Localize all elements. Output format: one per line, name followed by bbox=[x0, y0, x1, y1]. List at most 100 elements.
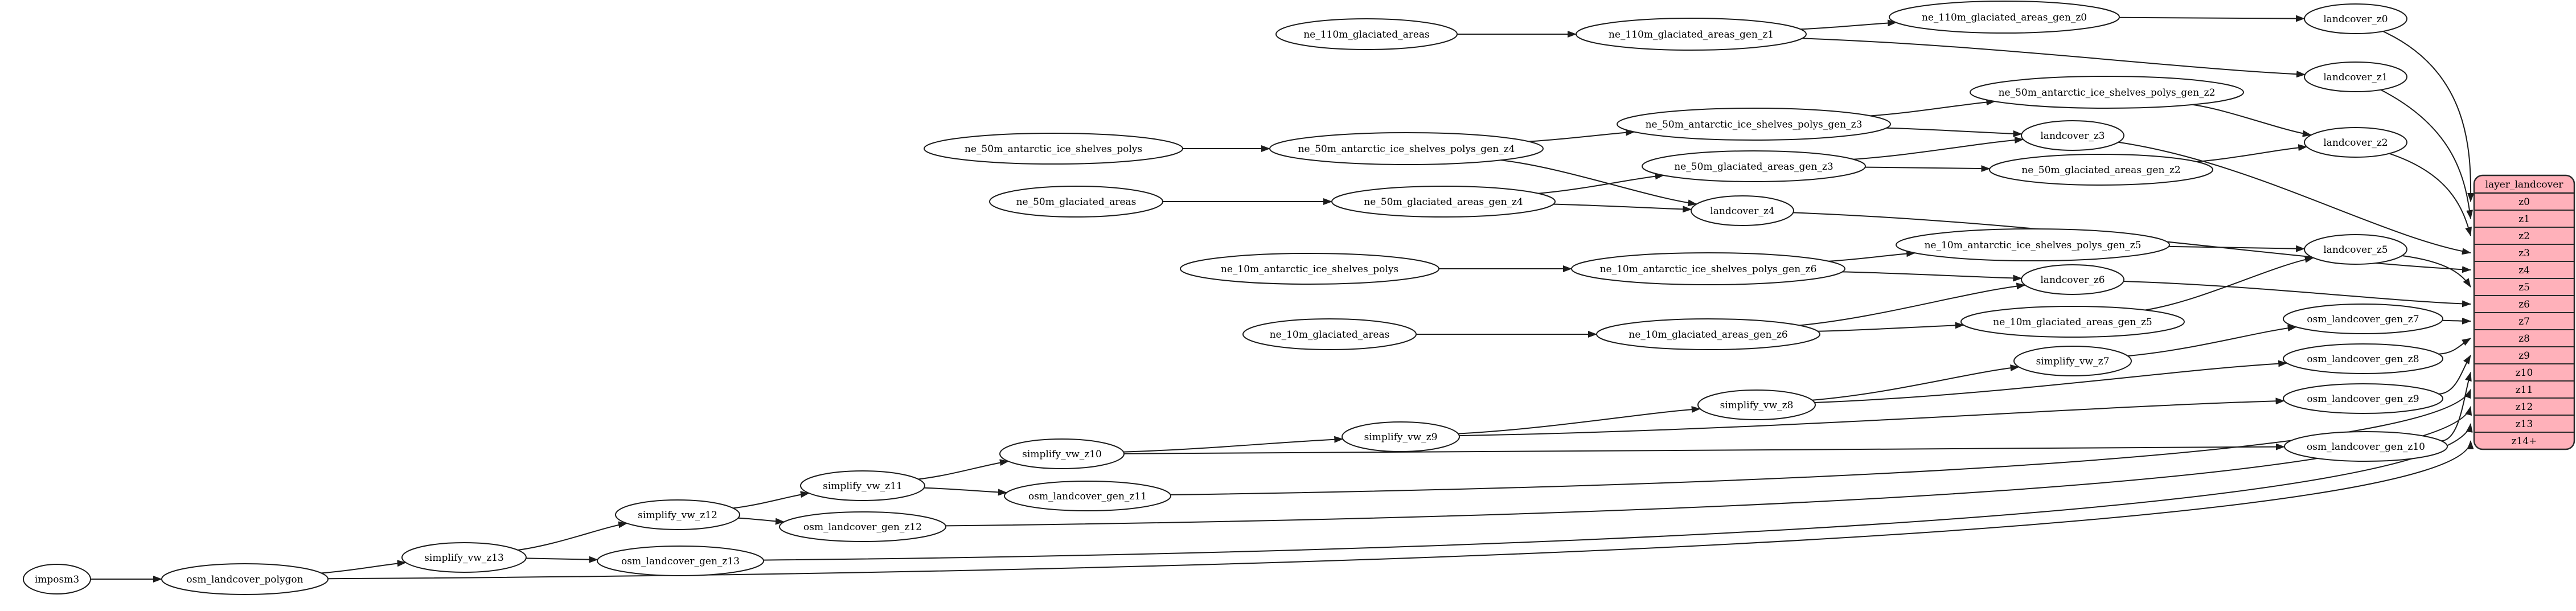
node-ne_50m_antarctic_ice_shelves_polys_gen_z4: ne_50m_antarctic_ice_shelves_polys_gen_z… bbox=[1269, 132, 1544, 165]
table-row-z3: z3 bbox=[2518, 248, 2530, 259]
node-label-ne_50m_antarctic_ice_shelves_polys_gen_z2: ne_50m_antarctic_ice_shelves_polys_gen_z… bbox=[1999, 87, 2216, 99]
node-shape-osm_landcover_polygon bbox=[161, 563, 329, 595]
node-label-osm_landcover_gen_z13: osm_landcover_gen_z13 bbox=[621, 556, 740, 567]
node-label-landcover_z0: landcover_z0 bbox=[2323, 14, 2388, 25]
edge-ne_10m_glaciated_areas_gen_z5-to-landcover_z5 bbox=[2145, 256, 2314, 311]
node-shape-ne_110m_glaciated_areas_gen_z1 bbox=[1576, 18, 1807, 51]
node-shape-landcover_z4 bbox=[1691, 195, 1794, 226]
edge-osm_landcover_gen_z12-to-layer-row-z12 bbox=[945, 406, 2472, 527]
table-row-z0: z0 bbox=[2518, 196, 2530, 208]
node-label-landcover_z2: landcover_z2 bbox=[2323, 137, 2388, 149]
node-landcover_z6: landcover_z6 bbox=[2021, 264, 2124, 295]
table-row-z13: z13 bbox=[2516, 419, 2533, 430]
node-shape-ne_10m_antarctic_ice_shelves_polys_gen_z5 bbox=[1896, 228, 2170, 261]
table-row-z2: z2 bbox=[2518, 231, 2530, 242]
node-label-osm_landcover_gen_z11: osm_landcover_gen_z11 bbox=[1028, 491, 1147, 502]
edge-ne_10m_antarctic_ice_shelves_polys_gen_z5-to-landcover_z5 bbox=[2168, 245, 2306, 252]
node-label-landcover_z4: landcover_z4 bbox=[1710, 206, 1774, 217]
node-label-osm_landcover_gen_z10: osm_landcover_gen_z10 bbox=[2307, 441, 2425, 453]
edge-landcover_z6-to-layer-row-z6 bbox=[2123, 281, 2471, 307]
node-label-ne_10m_glaciated_areas_gen_z6: ne_10m_glaciated_areas_gen_z6 bbox=[1629, 329, 1787, 341]
node-label-ne_10m_antarctic_ice_shelves_polys_gen_z6: ne_10m_antarctic_ice_shelves_polys_gen_z… bbox=[1600, 264, 1817, 275]
node-label-ne_50m_antarctic_ice_shelves_polys_gen_z3: ne_50m_antarctic_ice_shelves_polys_gen_z… bbox=[1646, 119, 1863, 130]
node-label-landcover_z5: landcover_z5 bbox=[2323, 244, 2388, 256]
node-label-simplify_vw_z13: simplify_vw_z13 bbox=[424, 552, 504, 564]
edge-simplify_vw_z13-to-simplify_vw_z12 bbox=[518, 521, 628, 551]
node-shape-imposm3 bbox=[23, 564, 91, 594]
edge-landcover_z4-to-layer-row-z4 bbox=[1793, 212, 2471, 273]
edge-landcover_z1-to-layer-row-z1 bbox=[2380, 89, 2474, 219]
table-row-z9: z9 bbox=[2518, 350, 2530, 362]
node-simplify_vw_z13: simplify_vw_z13 bbox=[401, 542, 527, 573]
node-ne_10m_antarctic_ice_shelves_polys: ne_10m_antarctic_ice_shelves_polys bbox=[1180, 253, 1439, 285]
node-shape-ne_50m_glaciated_areas_gen_z3 bbox=[1642, 150, 1866, 182]
node-label-simplify_vw_z10: simplify_vw_z10 bbox=[1022, 449, 1102, 460]
node-shape-simplify_vw_z11 bbox=[800, 470, 925, 501]
edge-ne_50m_glaciated_areas_gen_z3-to-landcover_z3 bbox=[1853, 136, 2024, 160]
node-osm_landcover_gen_z9: osm_landcover_gen_z9 bbox=[2283, 383, 2443, 414]
table-row-z6: z6 bbox=[2518, 299, 2530, 310]
node-shape-simplify_vw_z9 bbox=[1342, 421, 1460, 452]
node-label-ne_50m_glaciated_areas: ne_50m_glaciated_areas bbox=[1016, 196, 1137, 208]
node-shape-ne_10m_glaciated_areas_gen_z6 bbox=[1596, 318, 1820, 350]
node-shape-osm_landcover_gen_z13 bbox=[597, 546, 764, 576]
node-shape-landcover_z3 bbox=[2021, 120, 2124, 151]
node-landcover_z3: landcover_z3 bbox=[2021, 120, 2124, 151]
node-simplify_vw_z9: simplify_vw_z9 bbox=[1342, 421, 1460, 452]
edge-simplify_vw_z9-to-osm_landcover_gen_z9 bbox=[1459, 397, 2285, 437]
table-row-z8: z8 bbox=[2518, 333, 2530, 345]
node-label-osm_landcover_gen_z9: osm_landcover_gen_z9 bbox=[2307, 393, 2419, 405]
edge-ne_110m_glaciated_areas_gen_z1-to-landcover_z1 bbox=[1802, 38, 2306, 78]
node-label-osm_landcover_gen_z8: osm_landcover_gen_z8 bbox=[2307, 354, 2419, 365]
node-shape-osm_landcover_gen_z9 bbox=[2283, 383, 2443, 414]
node-ne_10m_antarctic_ice_shelves_polys_gen_z5: ne_10m_antarctic_ice_shelves_polys_gen_z… bbox=[1896, 228, 2170, 261]
edge-simplify_vw_z10-to-osm_landcover_gen_z10 bbox=[1123, 443, 2285, 454]
edge-landcover_z5-to-layer-row-z5 bbox=[2402, 255, 2471, 288]
node-shape-ne_50m_antarctic_ice_shelves_polys bbox=[924, 133, 1183, 165]
node-label-simplify_vw_z12: simplify_vw_z12 bbox=[638, 510, 717, 521]
node-ne_10m_glaciated_areas_gen_z6: ne_10m_glaciated_areas_gen_z6 bbox=[1596, 318, 1820, 350]
edge-simplify_vw_z11-to-simplify_vw_z10 bbox=[918, 459, 1009, 480]
node-shape-landcover_z1 bbox=[2304, 61, 2407, 92]
table-title: layer_landcover bbox=[2485, 179, 2564, 190]
node-label-ne_10m_glaciated_areas_gen_z5: ne_10m_glaciated_areas_gen_z5 bbox=[1993, 317, 2152, 328]
edge-simplify_vw_z12-to-osm_landcover_gen_z12 bbox=[738, 517, 785, 525]
node-imposm3: imposm3 bbox=[23, 564, 91, 594]
node-label-ne_50m_glaciated_areas_gen_z4: ne_50m_glaciated_areas_gen_z4 bbox=[1364, 196, 1523, 208]
table-row-z10: z10 bbox=[2516, 367, 2533, 379]
node-shape-osm_landcover_gen_z8 bbox=[2283, 343, 2443, 374]
node-landcover_z2: landcover_z2 bbox=[2304, 127, 2407, 158]
edge-simplify_vw_z7-to-osm_landcover_gen_z7 bbox=[2127, 325, 2297, 357]
node-shape-ne_50m_antarctic_ice_shelves_polys_gen_z3 bbox=[1617, 108, 1891, 141]
node-ne_10m_glaciated_areas: ne_10m_glaciated_areas bbox=[1242, 318, 1417, 350]
edge-ne_50m_glaciated_areas_gen_z4-to-landcover_z4 bbox=[1553, 203, 1692, 213]
node-label-ne_50m_antarctic_ice_shelves_polys_gen_z4: ne_50m_antarctic_ice_shelves_polys_gen_z… bbox=[1298, 143, 1515, 155]
node-osm_landcover_gen_z12: osm_landcover_gen_z12 bbox=[779, 511, 946, 542]
node-shape-simplify_vw_z12 bbox=[615, 499, 740, 530]
node-shape-simplify_vw_z13 bbox=[401, 542, 527, 573]
node-osm_landcover_gen_z13: osm_landcover_gen_z13 bbox=[597, 546, 764, 576]
edge-ne_110m_glaciated_areas_gen_z0-to-landcover_z0 bbox=[2119, 15, 2305, 22]
node-shape-simplify_vw_z10 bbox=[999, 438, 1125, 469]
node-shape-ne_10m_antarctic_ice_shelves_polys bbox=[1180, 253, 1439, 285]
edge-landcover_z3-to-layer-row-z3 bbox=[2118, 141, 2471, 255]
edge-simplify_vw_z13-to-osm_landcover_gen_z13 bbox=[526, 556, 598, 563]
node-osm_landcover_polygon: osm_landcover_polygon bbox=[161, 563, 329, 595]
node-landcover_z0: landcover_z0 bbox=[2304, 3, 2407, 34]
node-osm_landcover_gen_z10: osm_landcover_gen_z10 bbox=[2284, 431, 2448, 462]
node-landcover_z5: landcover_z5 bbox=[2304, 234, 2407, 265]
edge-ne_50m_glaciated_areas_gen_z4-to-ne_50m_glaciated_areas_gen_z3 bbox=[1538, 173, 1664, 194]
edges bbox=[90, 15, 2475, 583]
node-label-ne_110m_glaciated_areas: ne_110m_glaciated_areas bbox=[1303, 29, 1430, 40]
nodes: imposm3 osm_landcover_polygon simplify_vw_… bbox=[23, 1, 2448, 595]
edge-simplify_vw_z8-to-simplify_vw_z7 bbox=[1812, 364, 2020, 401]
node-label-ne_10m_antarctic_ice_shelves_polys: ne_10m_antarctic_ice_shelves_polys bbox=[1221, 264, 1398, 275]
edge-simplify_vw_z9-to-simplify_vw_z8 bbox=[1458, 406, 1701, 434]
node-shape-ne_50m_antarctic_ice_shelves_polys_gen_z2 bbox=[1970, 76, 2244, 109]
node-label-landcover_z1: landcover_z1 bbox=[2323, 72, 2388, 83]
node-osm_landcover_gen_z11: osm_landcover_gen_z11 bbox=[1004, 481, 1171, 511]
node-label-osm_landcover_gen_z7: osm_landcover_gen_z7 bbox=[2307, 314, 2419, 325]
node-shape-landcover_z5 bbox=[2304, 234, 2407, 265]
